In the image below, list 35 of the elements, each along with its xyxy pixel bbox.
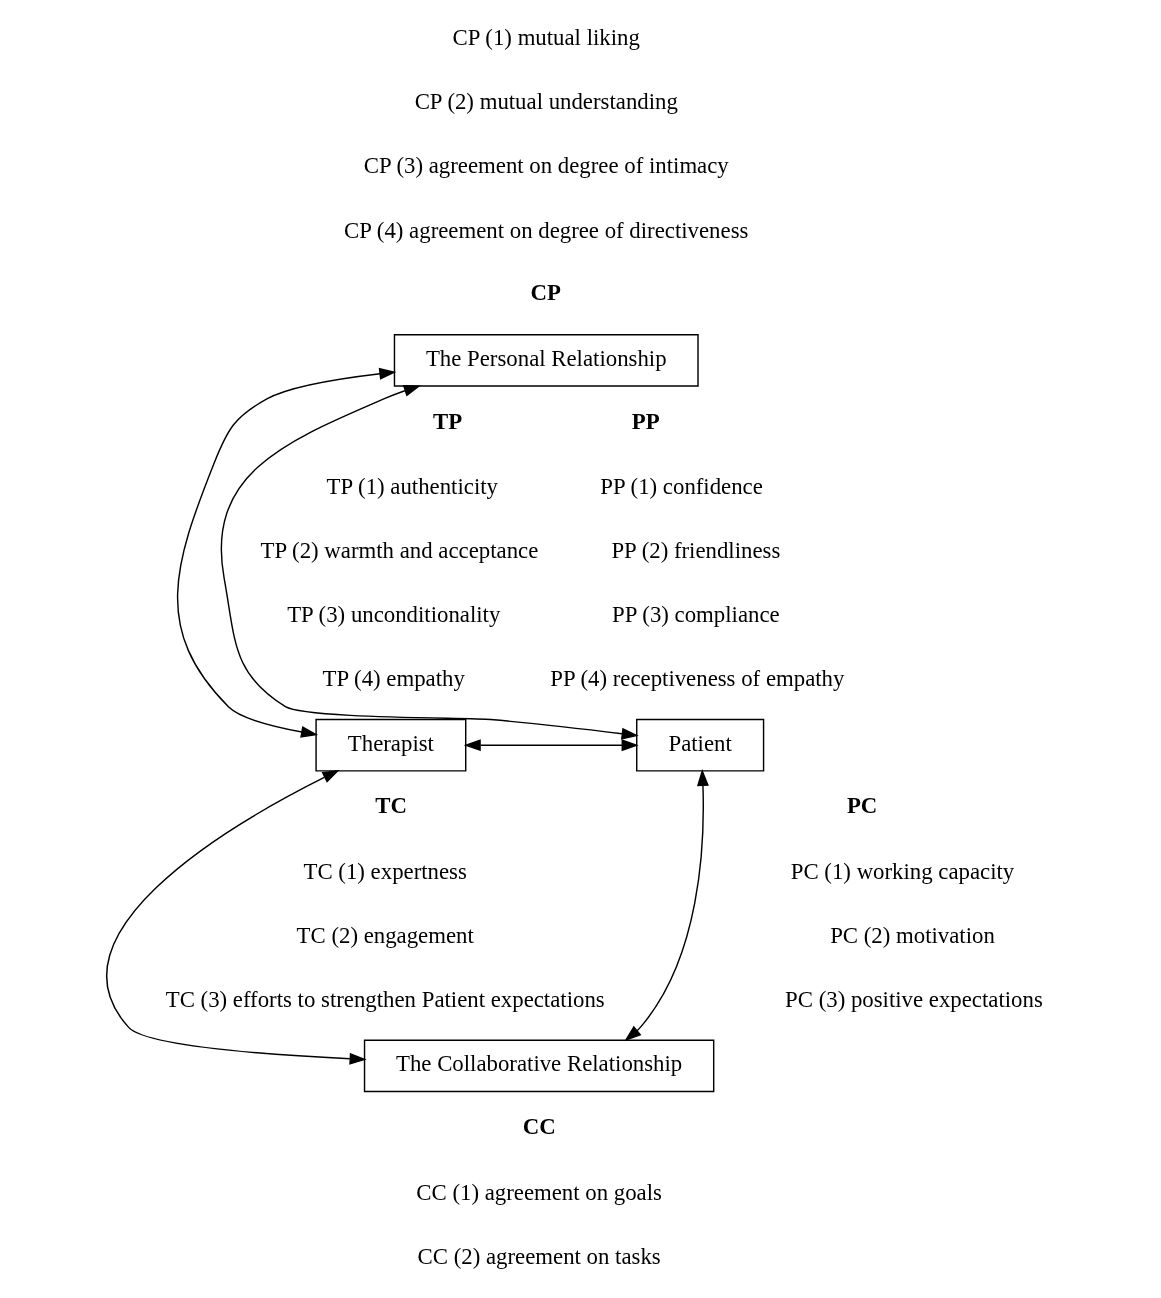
label: TP [432,408,463,434]
label: PP (4) receptiveness of empathy [550,666,845,692]
label: CP (3) agreement on degree of intimacy [363,153,729,179]
label: CC (1) agreement on goals [416,1179,662,1205]
label: PP (2) friendliness [611,538,781,564]
label: TC (1) expertness [303,858,467,884]
arrow [176,367,397,738]
label: TC (3) efforts to strengthen Patient expectations [165,987,605,1013]
label: CP (2) mutual understanding [414,89,678,115]
node-box: Therapist [315,718,467,772]
label: TP (2) warmth and acceptance [260,538,539,564]
label: TC [375,793,407,819]
arrow [106,769,367,1065]
arrow [220,385,639,740]
label: CC (2) agreement on tasks [417,1243,661,1269]
label: PP (1) confidence [600,474,763,500]
label: CP (4) agreement on degree of directiveness [344,217,749,243]
node-box: The Collaborative Relationship [363,1039,715,1093]
label: PC [846,793,878,819]
label: TP (3) unconditionality [287,602,501,628]
arrow [624,768,709,1042]
label: PP [631,408,660,434]
label: PC (1) working capacity [790,858,1015,884]
label: CP (1) mutual liking [452,25,640,51]
arrow [463,739,639,752]
label: TC (2) engagement [296,923,474,948]
label: CC [522,1113,556,1139]
label: CP [530,280,561,306]
label: TP (4) empathy [322,666,465,692]
node-box: Patient [636,718,765,772]
label: PP (3) compliance [612,602,780,628]
label: TP (1) authenticity [326,474,498,500]
label: PC (2) motivation [830,923,995,948]
label: PC (3) positive expectations [785,987,1043,1013]
node-box: The Personal Relationship [393,334,699,387]
